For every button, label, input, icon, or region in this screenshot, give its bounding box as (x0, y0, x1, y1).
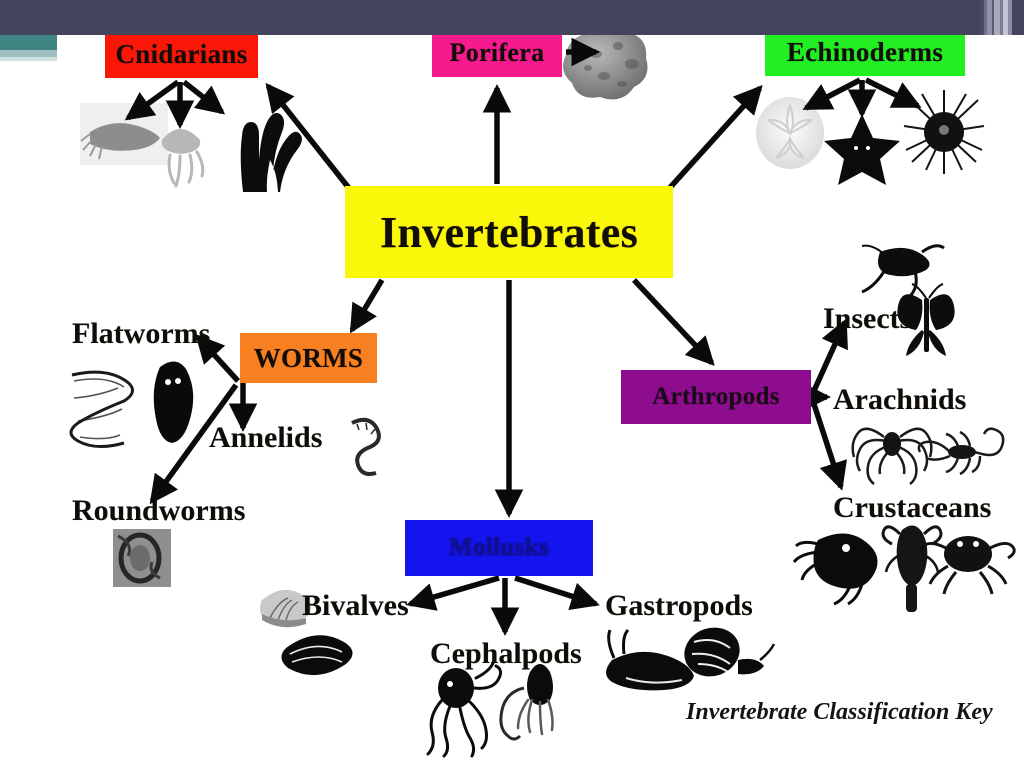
category-label-arthropods: Arthropods (652, 383, 780, 410)
category-label-echinoderms: Echinoderms (786, 36, 944, 67)
subcategory-label-gastropods: Gastropods (605, 589, 753, 622)
header-stripe (992, 0, 994, 35)
slide-accent-bar-primary (0, 35, 57, 50)
category-box-invertebrates[interactable]: Invertebrates (345, 186, 673, 278)
category-label-mollusks: Mollusks (449, 534, 549, 561)
category-box-worms[interactable]: WORMS (240, 333, 377, 383)
subcategory-label-flatworms: Flatworms (72, 317, 211, 350)
category-box-mollusks[interactable]: Mollusks (405, 520, 593, 576)
header-stripe (984, 0, 987, 35)
subcategory-label-arachnids: Arachnids (833, 383, 967, 416)
category-box-cnidarians[interactable]: Cnidarians (105, 30, 258, 78)
category-label-cnidarians: Cnidarians (115, 38, 248, 69)
slide-header-stripes (980, 0, 1024, 35)
header-stripe (1008, 0, 1012, 35)
subcategory-label-crustaceans: Crustaceans (833, 491, 992, 524)
subcategory-label-bivalves: Bivalves (302, 589, 409, 622)
category-label-porifera: Porifera (449, 37, 545, 67)
header-stripe (987, 0, 992, 35)
subcategory-label-annelids: Annelids (209, 421, 323, 454)
header-stripe (994, 0, 1000, 35)
diagram-caption: Invertebrate Classification Key (686, 699, 993, 725)
category-box-porifera[interactable]: Porifera (432, 28, 562, 77)
subcategory-label-roundworms: Roundworms (72, 494, 246, 527)
header-stripe (1003, 0, 1008, 35)
category-box-arthropods[interactable]: Arthropods (621, 370, 811, 424)
slide-accent-bar-tertiary (0, 57, 57, 61)
slide-accent-bar-secondary (0, 50, 57, 57)
header-stripe (1000, 0, 1003, 35)
category-label-invertebrates: Invertebrates (379, 207, 639, 257)
category-label-worms: WORMS (253, 342, 364, 373)
category-box-echinoderms[interactable]: Echinoderms (765, 28, 965, 76)
header-stripe (980, 0, 984, 35)
slide-header-bar (0, 0, 1024, 35)
subcategory-label-insects: Insects (823, 302, 912, 335)
subcategory-label-cephalpods: Cephalpods (430, 637, 582, 670)
